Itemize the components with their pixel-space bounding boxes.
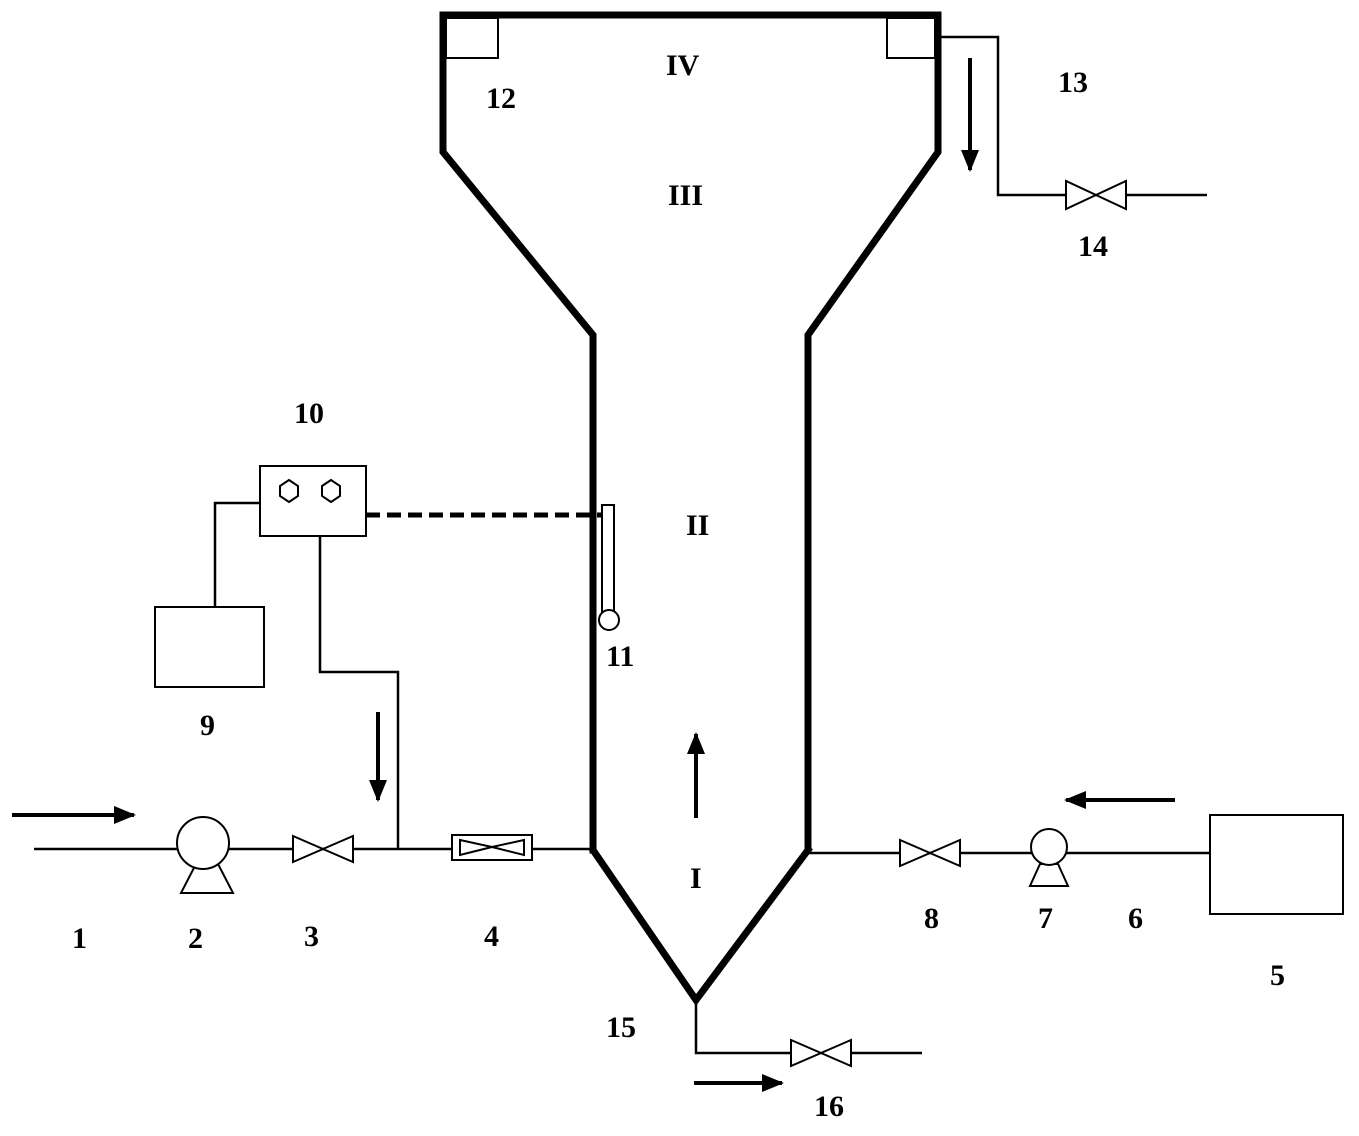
controller-to-unit-9-line [213, 501, 260, 607]
drain-valve-icon[interactable] [790, 1038, 852, 1068]
recycle-pump-icon[interactable] [1028, 828, 1070, 887]
controller-knob-left-icon[interactable] [279, 478, 299, 504]
zone-label-1: I [690, 862, 702, 895]
dosing-line [318, 536, 400, 849]
zone-label-3: III [668, 179, 703, 212]
label-11: 11 [606, 640, 634, 673]
recycle-valve-icon[interactable] [899, 838, 961, 868]
label-12: 12 [486, 82, 516, 115]
effluent-line [938, 35, 1207, 197]
reactor-vessel [439, 11, 942, 1007]
label-3: 3 [304, 920, 319, 953]
inlet-pump-icon[interactable] [176, 816, 235, 894]
zone-label-2: II [686, 509, 709, 542]
label-1: 1 [72, 922, 87, 955]
sensor-bulb-icon [598, 609, 620, 631]
controller-knob-right-icon[interactable] [321, 478, 341, 504]
controller-box[interactable] [259, 465, 367, 537]
overflow-weir-right [886, 17, 936, 59]
overflow-weir-left [445, 17, 499, 59]
unit-9-box [154, 606, 265, 688]
tank-5-box [1209, 814, 1344, 915]
label-15: 15 [606, 1011, 636, 1044]
effluent-valve-icon[interactable] [1065, 179, 1127, 211]
label-16: 16 [814, 1090, 844, 1123]
flow-meter-icon [451, 834, 533, 861]
label-6: 6 [1128, 902, 1143, 935]
sensor-probe [601, 504, 615, 614]
label-10: 10 [294, 397, 324, 430]
drain-pipe [694, 1000, 790, 1055]
label-7: 7 [1038, 902, 1053, 935]
label-5: 5 [1270, 959, 1285, 992]
label-14: 14 [1078, 230, 1108, 263]
zone-label-4: IV [666, 49, 700, 82]
label-13: 13 [1058, 66, 1088, 99]
label-9: 9 [200, 709, 215, 742]
label-8: 8 [924, 902, 939, 935]
label-4: 4 [484, 920, 499, 953]
inlet-valve-icon[interactable] [292, 834, 354, 864]
label-2: 2 [188, 922, 203, 955]
